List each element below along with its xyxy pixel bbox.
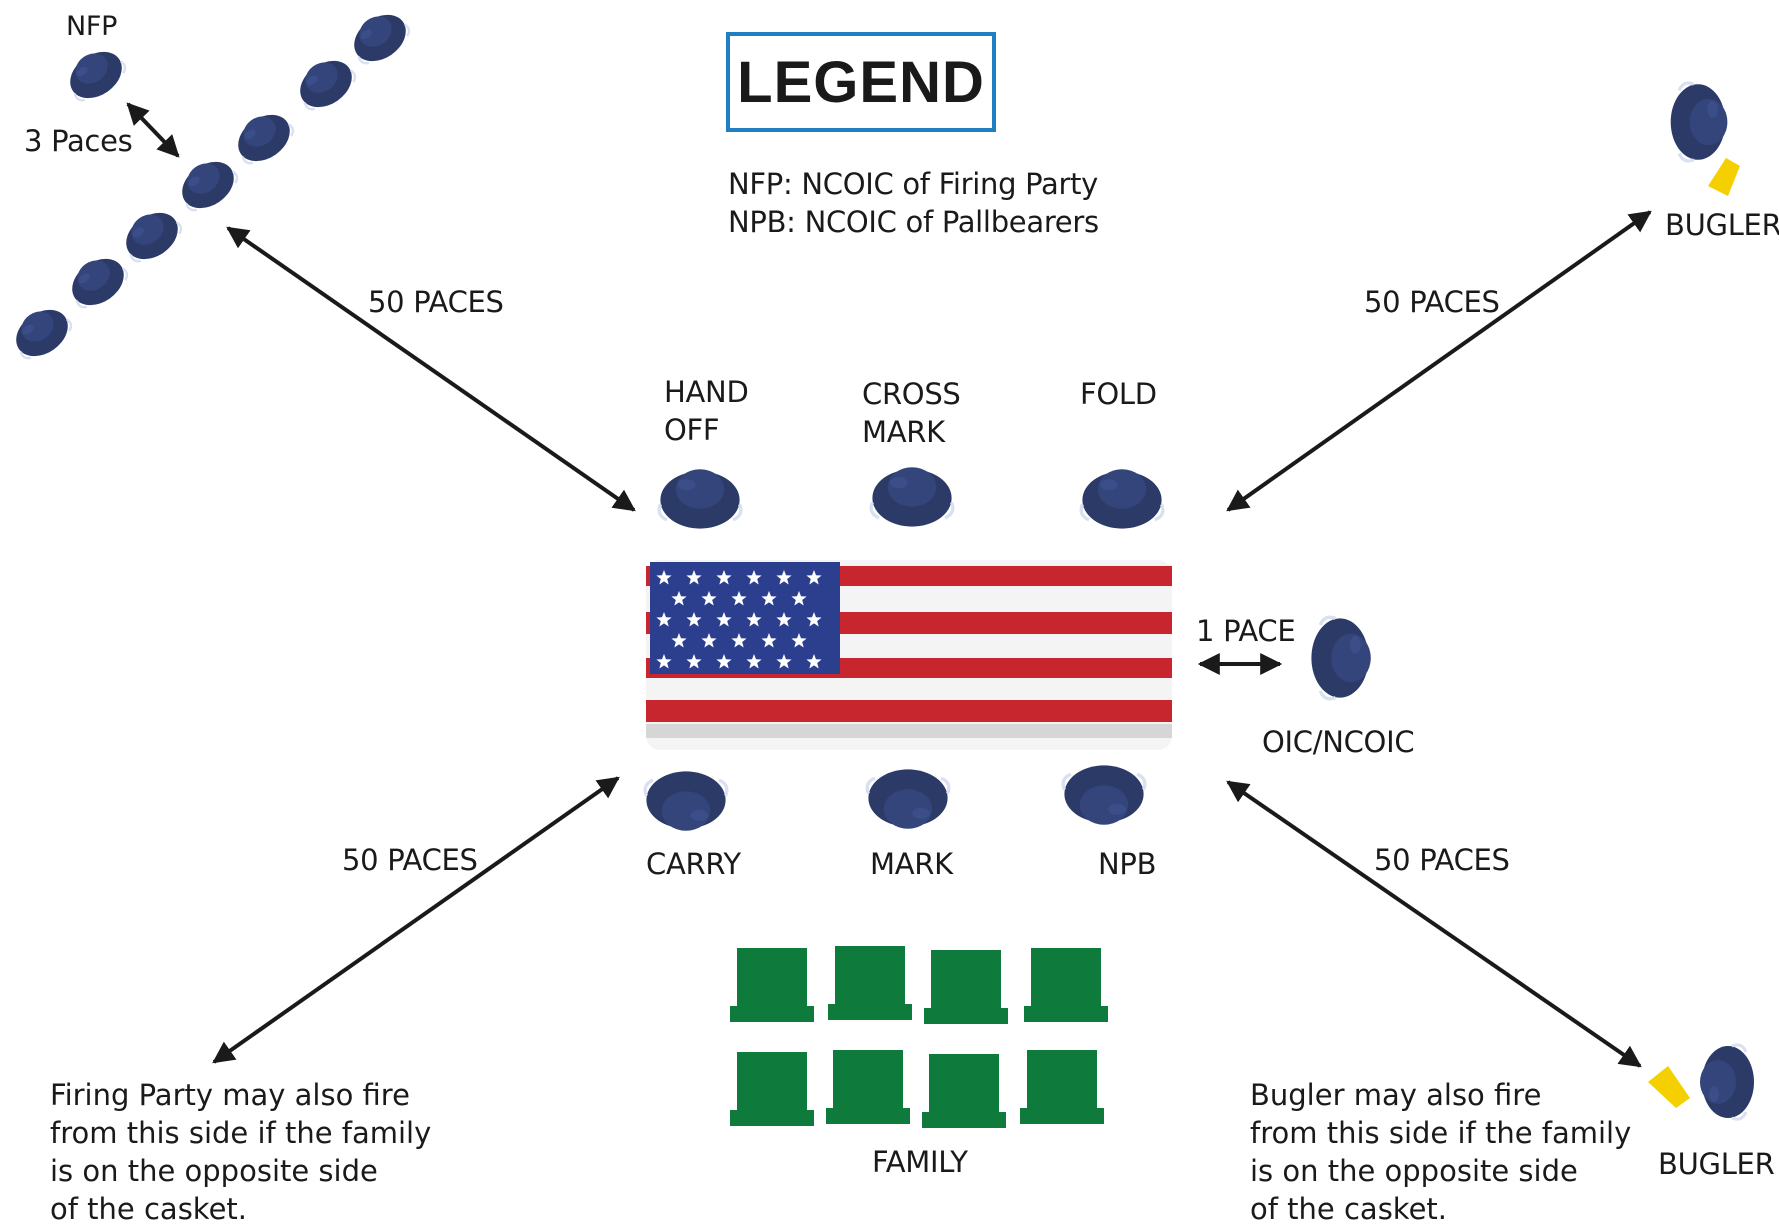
arrows [126,102,1652,1068]
three-paces-label: 3 Paces [24,124,133,158]
firing-party-distance-label: 50 PACES [368,285,504,319]
flag-star [671,633,687,648]
flag-star [701,591,717,606]
legend-box: LEGEND [726,32,996,132]
rifleman-3 [226,102,301,173]
flag-star [761,591,777,606]
flag-star [716,654,732,669]
legend-title: LEGEND [737,49,985,115]
bugler-bottom-label: BUGLER [1658,1147,1775,1181]
chair [922,1054,1006,1128]
family-chairs [730,946,1108,1128]
arrow-three-paces [126,102,180,158]
flag-star [776,654,792,669]
pallbearer-label-cross: CROSS [862,377,961,411]
rifleman-4 [170,149,245,220]
legend-entry-npb: NPB: NCOIC of Pallbearers [728,205,1099,239]
bugler-bottom-distance-label: 50 PACES [1374,843,1510,877]
bugle-icon [1648,1066,1690,1108]
bugle-icon [1708,158,1740,196]
firing-party-note-line-1: Firing Party may also fire [50,1078,410,1112]
flag-star [776,570,792,585]
bugler-top-label: BUGLER [1665,208,1779,242]
one-pace-label: 1 PACE [1196,614,1296,648]
flag-star [686,612,702,627]
bugler-top-distance-label: 50 PACES [1364,285,1500,319]
chair [1024,948,1108,1022]
pallbearer-label-carry: CARRY [646,847,741,881]
flag-star [671,591,687,606]
pallbearer-cross-mark [869,465,955,529]
firing-party-note-line-4: of the casket. [50,1192,247,1226]
arrow-firing-party [226,226,636,512]
nfp-figure [58,39,133,110]
flag-star [746,654,762,669]
rifleman-6 [60,246,135,317]
pallbearer-label-npb: NPB [1098,847,1157,881]
chair [924,950,1008,1024]
pallbearer-npb [1061,763,1147,827]
flag-star [746,570,762,585]
nfp-label: NFP [66,11,118,42]
flag-star [746,612,762,627]
flag-star [791,591,807,606]
oic-figure [1309,615,1373,701]
bugler-note-line-1: Bugler may also fire [1250,1078,1542,1112]
flag-star [806,612,822,627]
flag-star [761,633,777,648]
pallbearer-label-off: OFF [664,413,720,447]
firing-party [4,2,417,368]
flag-star [656,612,672,627]
oic-label: OIC/NCOIC [1262,725,1415,759]
flag-star [686,570,702,585]
pallbearer-carry [643,769,729,833]
bottom-left-distance-label: 50 PACES [342,843,478,877]
pallbearer-label-hand: HAND [664,375,749,409]
firing-party-note-line-2: from this side if the family [50,1116,432,1150]
arrow-bottom-left [212,776,620,1064]
chair [730,1052,814,1126]
flag-star [806,654,822,669]
chair [730,948,814,1022]
flag-star [656,654,672,669]
rifleman-7 [4,297,79,368]
rifleman-1 [342,2,417,73]
chair [828,946,912,1020]
pallbearer-label-fold: FOLD [1080,377,1157,411]
bugler-bottom-figure [1648,1043,1756,1121]
family-label: FAMILY [872,1145,968,1179]
flag-star [716,570,732,585]
firing-party-note-line-3: is on the opposite side [50,1154,378,1188]
flag-star [701,633,717,648]
pallbearer-label-mark-top: MARK [862,415,945,449]
rifleman-2 [288,48,363,119]
bugler-note-line-4: of the casket. [1250,1192,1447,1226]
legend-entry-nfp: NFP: NCOIC of Firing Party [728,167,1099,201]
flag-draped-casket [646,560,1172,750]
flag-star [806,570,822,585]
bugler-top-figure [1669,81,1740,196]
flag-star [776,612,792,627]
flag-star [731,633,747,648]
chair [826,1050,910,1124]
flag-star [731,591,747,606]
flag-star [791,633,807,648]
flag-star [686,654,702,669]
rifleman-5 [114,200,189,271]
pallbearer-mark [865,767,951,831]
bugler-note-line-2: from this side if the family [1250,1116,1632,1150]
flag-star [656,570,672,585]
pallbearer-fold [1079,467,1165,531]
chair [1020,1050,1104,1124]
flag-star [716,612,732,627]
pallbearer-label-mark: MARK [870,847,953,881]
arrow-bugler-top [1226,210,1652,512]
bugler-note-line-3: is on the opposite side [1250,1154,1578,1188]
arrow-bugler-bottom [1226,780,1642,1068]
pallbearer-hand-off [657,467,743,531]
